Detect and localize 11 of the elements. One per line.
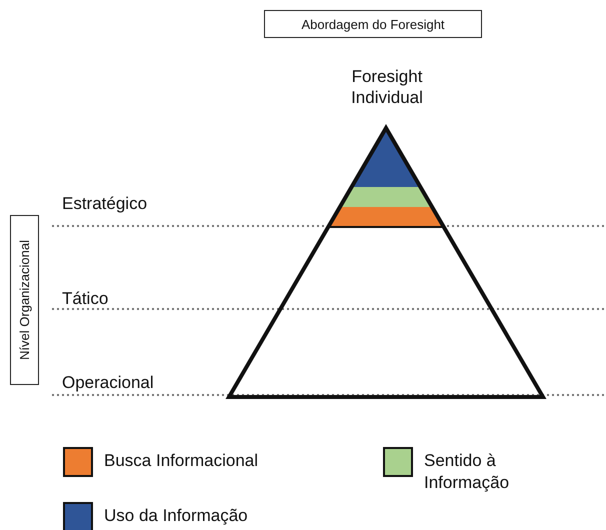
legend-label: Busca Informacional bbox=[104, 450, 260, 472]
pyramid-title: Foresight Individual bbox=[350, 66, 424, 108]
level-label: Operacional bbox=[62, 372, 154, 393]
vertical-label-box bbox=[10, 215, 39, 385]
axis-title: Nível Organizacional bbox=[17, 240, 32, 360]
legend-label: Sentido à Informação bbox=[424, 450, 510, 494]
level-label: Tático bbox=[62, 288, 108, 309]
heading-box bbox=[264, 10, 482, 38]
heading-text: Abordagem do Foresight bbox=[301, 16, 445, 32]
legend-label: Uso da Informação bbox=[104, 505, 249, 527]
level-label: Estratégico bbox=[62, 193, 148, 214]
